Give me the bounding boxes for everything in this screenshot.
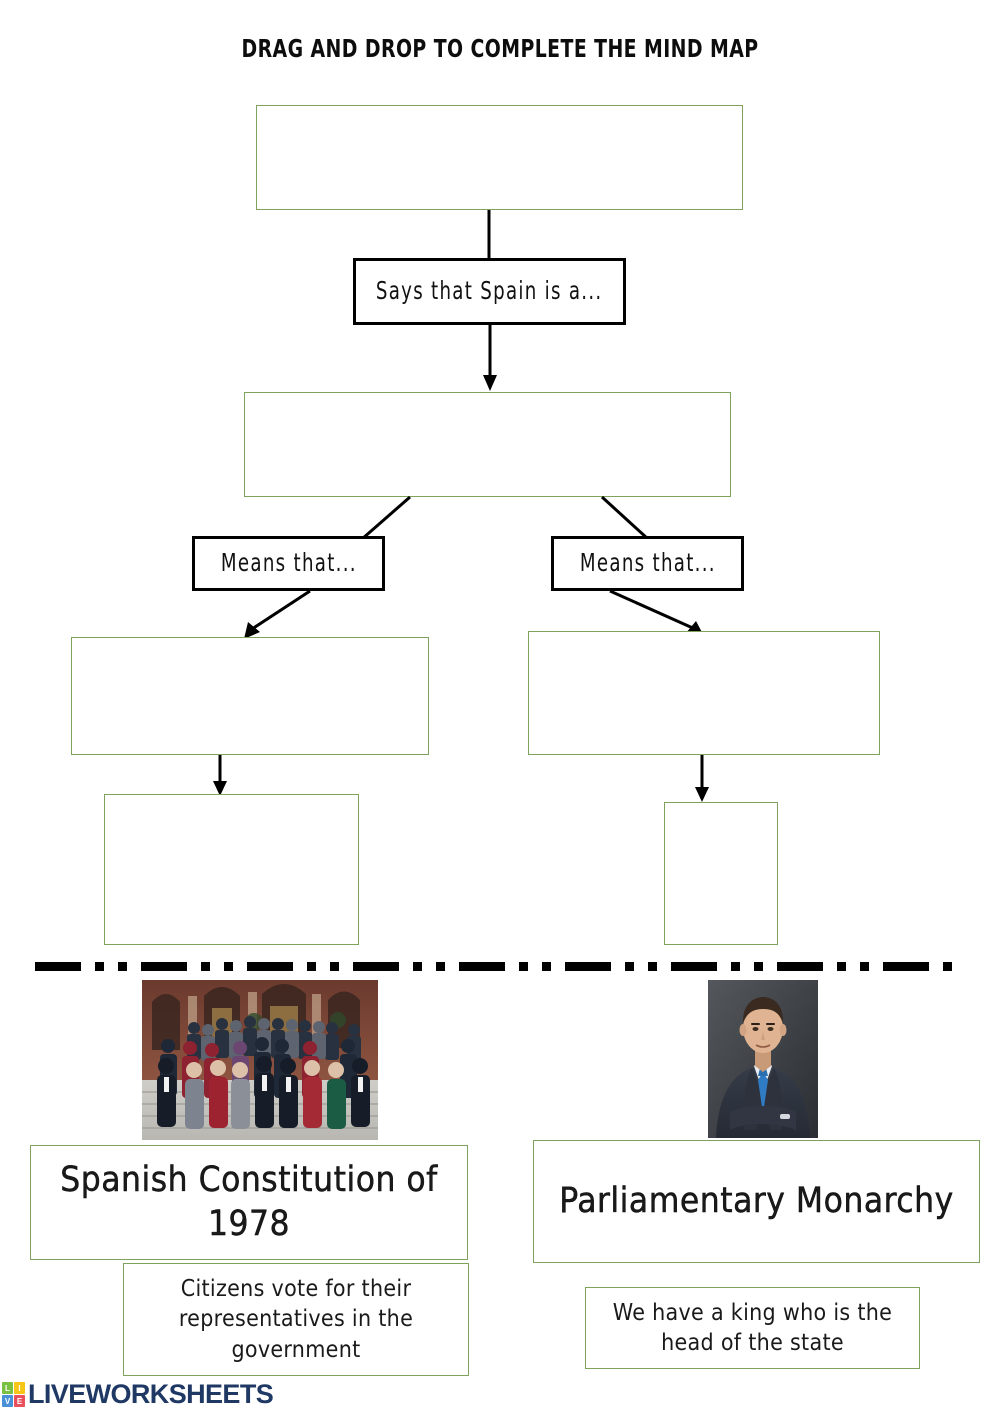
dropzone-3[interactable]: [71, 637, 429, 755]
king-felipe-vi-portrait[interactable]: [708, 980, 818, 1138]
logo-tile-i: I: [14, 1382, 25, 1394]
logo-tile-l: L: [2, 1382, 13, 1394]
label-box-means-that-right: Means that...: [551, 536, 744, 591]
connector-branch-lines: [361, 495, 650, 541]
answer-card-left-title[interactable]: Spanish Constitution of 1978: [30, 1145, 468, 1260]
answer-left-title-text: Spanish Constitution of 1978: [60, 1159, 438, 1244]
answer-card-right-description[interactable]: We have a king who is the head of the st…: [585, 1287, 920, 1369]
connector-arrow-left-down: [213, 755, 227, 796]
label-says-that-text: Says that Spain is a...: [376, 277, 603, 306]
answer-right-title-text: Parliamentary Monarchy: [559, 1180, 954, 1221]
connector-line-1: [487, 210, 491, 258]
answer-card-left-description[interactable]: Citizens vote for their representatives …: [123, 1263, 469, 1376]
answer-right-description-text: We have a king who is the head of the st…: [612, 1299, 893, 1356]
label-box-means-that-left: Means that...: [192, 536, 385, 591]
label-means-that-right-text: Means that...: [579, 549, 716, 578]
dropzone-2[interactable]: [244, 392, 731, 497]
answer-card-right-title[interactable]: Parliamentary Monarchy: [533, 1140, 980, 1263]
dropzone-1[interactable]: [256, 105, 743, 210]
dropzone-4[interactable]: [528, 631, 880, 755]
logo-tiles: L I V E: [2, 1382, 25, 1407]
logo-tile-e: E: [14, 1395, 25, 1407]
page-title: DRAG AND DROP TO COMPLETE THE MIND MAP: [241, 34, 759, 63]
dropzone-6[interactable]: [664, 802, 778, 945]
logo-wordmark: LIVEWORKSHEETS: [28, 1379, 274, 1409]
dropzone-5[interactable]: [104, 794, 359, 945]
answer-left-description-text: Citizens vote for their representatives …: [178, 1275, 414, 1363]
label-box-says-that: Says that Spain is a...: [353, 258, 626, 325]
connector-arrow-right-down: [695, 755, 709, 802]
spanish-government-group-photo[interactable]: [142, 980, 378, 1140]
connector-arrow-1: [483, 325, 497, 391]
logo-tile-v: V: [2, 1395, 13, 1407]
liveworksheets-logo[interactable]: L I V E LIVEWORKSHEETS: [2, 1378, 274, 1411]
label-means-that-left-text: Means that...: [220, 549, 357, 578]
section-divider: [35, 962, 965, 971]
